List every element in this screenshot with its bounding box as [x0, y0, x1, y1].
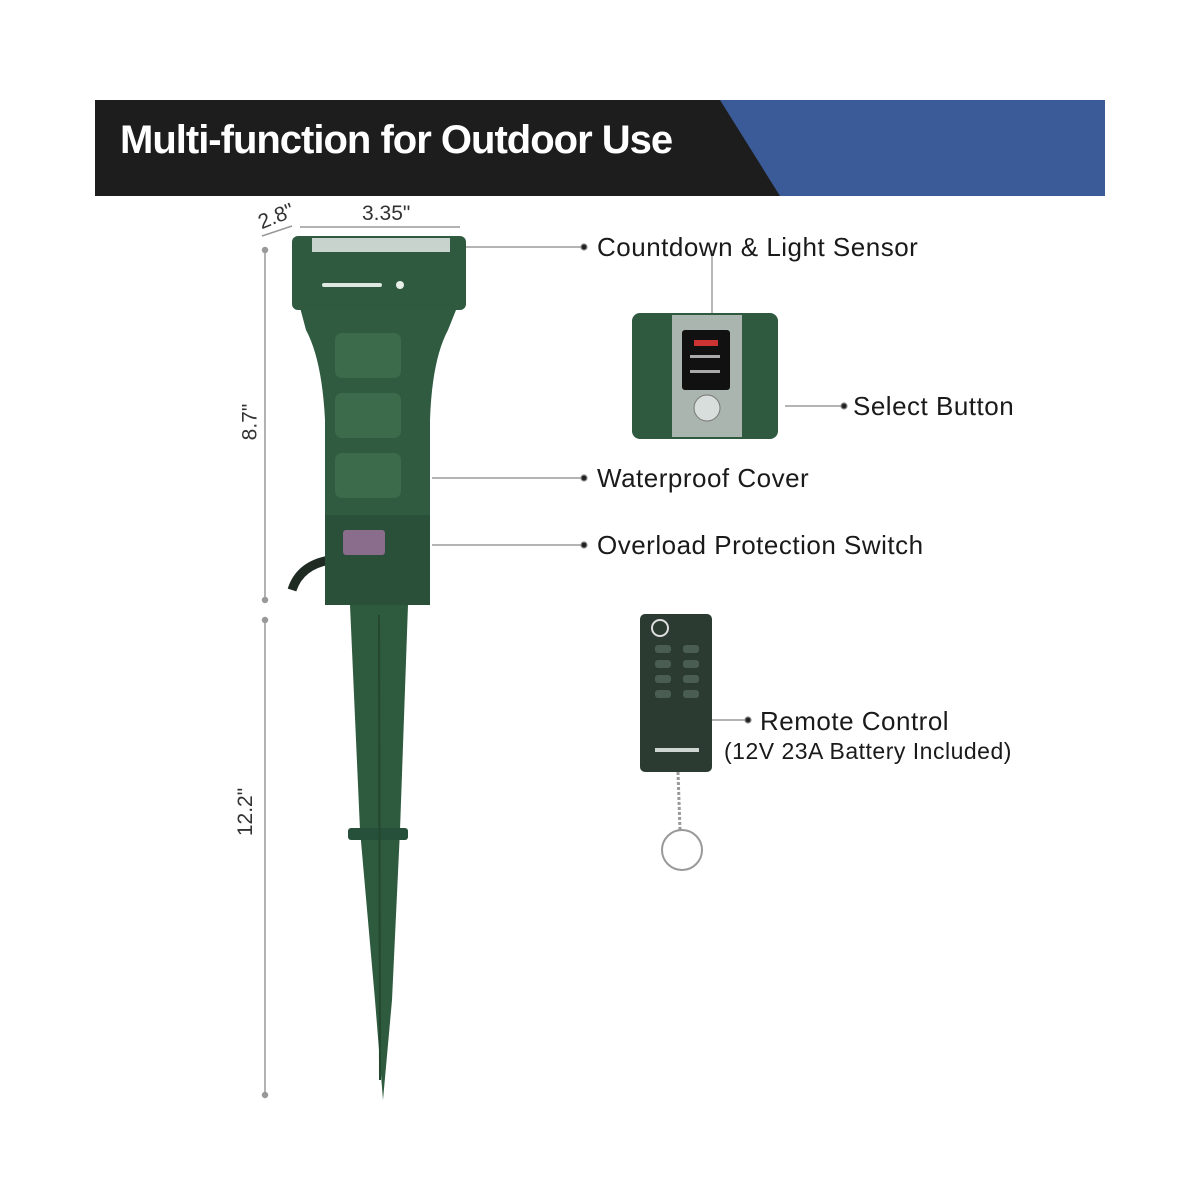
header-blue-accent: [720, 100, 1105, 196]
body-height-dimension: 8.7": [238, 403, 262, 441]
callout-select-button: Select Button: [853, 391, 1015, 421]
callout-waterproof-cover: Waterproof Cover: [597, 463, 810, 493]
callout-overload-switch: Overload Protection Switch: [597, 530, 924, 560]
sensor-module: [632, 313, 778, 439]
stake-height-dimension: 12.2": [234, 787, 258, 837]
header-banner: [95, 100, 1105, 196]
callout-battery: (12V 23A Battery Included): [724, 738, 1012, 764]
page-title: Multi-function for Outdoor Use: [120, 118, 673, 162]
power-stake-body: [292, 236, 466, 605]
remote-control: [640, 614, 712, 871]
width-dimension: 3.35": [362, 202, 411, 225]
dimension-lines: [261, 225, 460, 1099]
callout-remote: Remote Control: [760, 706, 950, 736]
ground-stake: [348, 605, 408, 1100]
callout-sensor: Countdown & Light Sensor: [597, 232, 919, 262]
power-cable: [287, 555, 331, 592]
